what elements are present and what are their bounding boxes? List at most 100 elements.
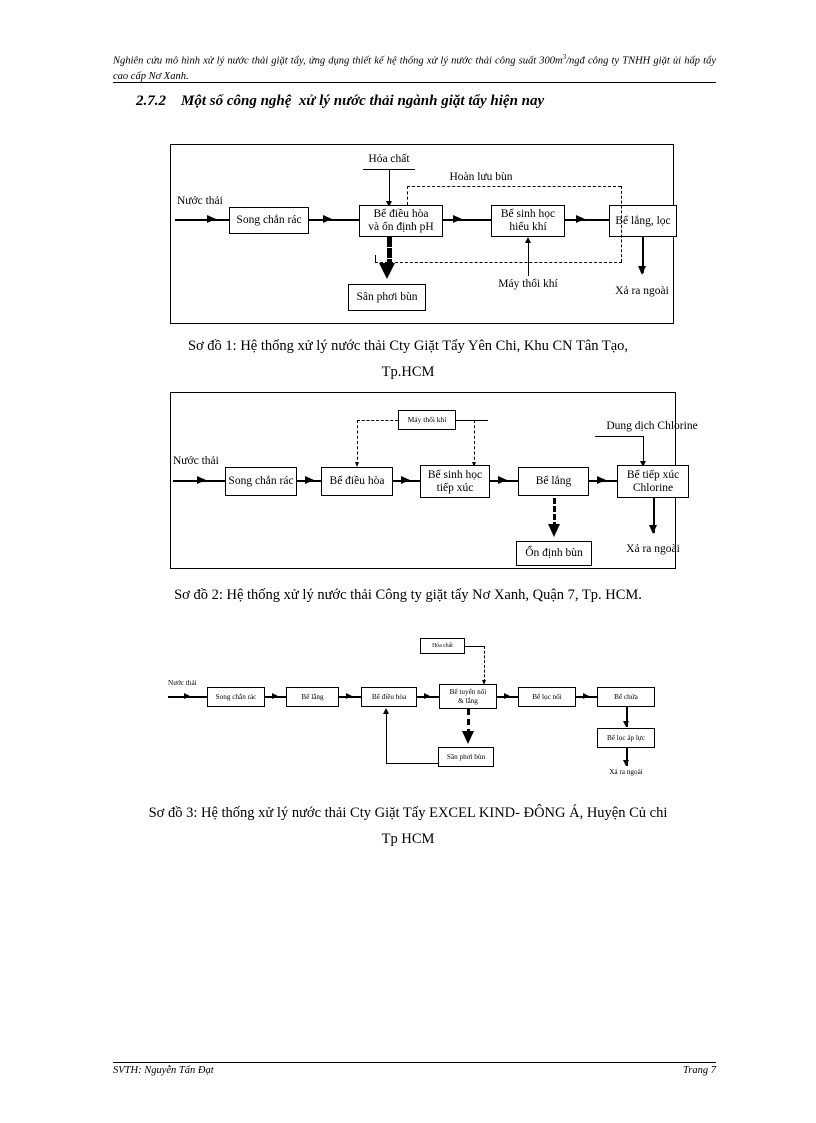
fig1-arrow-3-4 (576, 215, 585, 223)
fig3-sludge-drop (467, 709, 470, 735)
fig1-line-3-4 (565, 219, 609, 221)
caption-2: Sơ đồ 2: Hệ thống xử lý nước thải Công t… (174, 587, 642, 603)
fig3-arrow-2-3 (346, 693, 352, 699)
fig3-inlet-arrow (184, 693, 190, 699)
footer-author: SVTH: Nguyễn Tấn Đạt (113, 1065, 214, 1076)
fig3-discharge-line (626, 748, 628, 766)
fig3-chemical-label: Hóa chất (432, 642, 453, 649)
fig2-box-2-label: Bể điều hòa (329, 475, 385, 488)
fig1-sludge-drop (387, 237, 392, 269)
fig2-blower-line-left (357, 420, 398, 421)
fig1-arrow-2-3 (453, 215, 462, 223)
fig3-arrow-5-6 (583, 693, 589, 699)
fig2-arrow-4-5 (597, 476, 606, 484)
fig1-line-2-3 (443, 219, 491, 221)
fig1-blower-arrow (525, 237, 531, 243)
fig1-line-1-2 (309, 219, 359, 221)
section-number: 2.7.2 (136, 93, 166, 109)
fig2-inlet-label: Nước thải (173, 455, 219, 467)
fig1-blower-label: Máy thổi khí (498, 278, 558, 290)
fig2-blower-drop-right (474, 420, 475, 465)
fig3-arrow-6-7 (623, 721, 629, 727)
fig1-box-be-dieu-hoa: Bể điều hòa và ổn định pH (359, 205, 443, 237)
fig1-box-be-sinh-hoc: Bể sinh học hiếu khí (491, 205, 565, 237)
fig2-chlorine-arrow (640, 461, 646, 467)
caption-1: Sơ đồ 1: Hệ thống xử lý nước thải Cty Gi… (187, 338, 629, 380)
fig3-box-be-loc-noi: Bể lọc nổi (518, 687, 576, 707)
fig2-chlorine-underline (595, 436, 643, 437)
fig2-arrow-2-3 (401, 476, 410, 484)
fig1-sludge-return-right (621, 186, 622, 262)
fig2-box-5-label: Bể tiếp xúc Chlorine (626, 468, 680, 494)
fig3-box-6-label: Bể chứa (614, 692, 638, 701)
fig3-box-be-lang: Bể lắng (286, 687, 339, 707)
diagram-2: Nước thải Song chắn rác Máy thổi khí Bể … (170, 392, 698, 569)
fig3-arrow-4-5 (504, 693, 510, 699)
fig3-box-8-label: Sân phơi bùn (446, 752, 486, 761)
fig2-box-may-thoi-khi: Máy thổi khí (398, 410, 456, 430)
fig2-discharge-arrow (649, 525, 657, 534)
fig3-box-3-label: Bể điều hòa (371, 692, 407, 701)
fig2-blower-line-right (456, 420, 488, 421)
fig2-chlorine-label: Dung dịch Chlorine (606, 420, 698, 432)
fig2-box-be-lang: Bể lắng (518, 467, 589, 496)
fig3-recycle-arrow (383, 708, 389, 714)
fig1-box-2-label: Bể điều hòa và ổn định pH (368, 208, 434, 233)
fig1-sludge-drop-arrow (379, 263, 395, 279)
fig2-blower-drop-left (357, 420, 358, 465)
fig1-box-be-lang-loc: Bể lắng, lọc (609, 205, 677, 237)
fig3-chemical-line (465, 646, 485, 647)
fig2-inlet-arrow (197, 476, 206, 484)
fig1-chemical-arrow (386, 201, 392, 207)
fig3-box-2-label: Bể lắng (301, 692, 324, 701)
fig1-inlet-line (175, 219, 229, 221)
fig3-box-be-dieu-hoa: Bể điều hòa (361, 687, 417, 707)
fig3-arrow-1-2 (272, 693, 278, 699)
fig1-box-san-phoi-bun: Sân phơi bùn (348, 284, 426, 311)
fig3-recycle-left (386, 714, 387, 764)
fig3-arrow-3-4 (424, 693, 430, 699)
fig3-sludge-drop-arrow (462, 731, 474, 744)
diagram-1: Nước thải Song chắn rác Hóa chất Bể điều… (170, 144, 677, 324)
fig2-sludge-drop (553, 498, 556, 528)
fig2-blower-arrow-right (472, 462, 476, 467)
fig1-sludge-return-left (407, 186, 408, 205)
fig1-sludge-return-hook (375, 255, 376, 263)
fig1-arrow-1-2 (323, 215, 332, 223)
fig3-box-san-phoi-bun: Sân phơi bùn (438, 747, 494, 767)
header-divider (113, 82, 716, 83)
fig1-discharge-arrow (638, 266, 646, 275)
fig2-box-6-label: Ổn định bùn (525, 547, 583, 560)
fig1-discharge-label: Xả ra ngoài (615, 285, 669, 297)
fig2-chlorine-drop (643, 436, 644, 463)
fig2-box-be-sinh-hoc: Bể sinh học tiếp xúc (420, 465, 490, 498)
section-title: Một số công nghệ xử lý nước thải ngành g… (181, 93, 545, 109)
caption-3: Sơ đồ 3: Hệ thống xử lý nước thải Cty Gi… (148, 805, 668, 847)
fig2-box-on-dinh-bun: Ổn định bùn (516, 541, 592, 566)
fig3-box-hoa-chat: Hóa chất (420, 638, 465, 654)
fig1-sludge-return-bottom (375, 262, 622, 263)
page-title: 2.7.2 Một số công nghệ xử lý nước thải n… (136, 93, 716, 110)
fig1-chemical-label: Hóa chất (368, 153, 410, 165)
fig3-box-song-chan-rac: Song chắn rác (207, 687, 265, 707)
fig1-blower-line (528, 241, 529, 276)
fig3-box-be-tuyen-noi: Bể tuyển nổi & lắng (439, 684, 497, 709)
fig1-chemical-drop (389, 169, 390, 203)
fig2-box-4-label: Bể lắng (535, 475, 572, 488)
fig3-box-1-label: Song chắn rác (215, 692, 257, 701)
fig2-box-be-tiep-xuc-chlorine: Bể tiếp xúc Chlorine (617, 465, 689, 498)
footer-divider (113, 1062, 716, 1063)
fig1-box-song-chan-rac: Song chắn rác (229, 207, 309, 234)
fig3-chemical-drop (484, 646, 485, 682)
fig3-box-be-loc-ap-luc: Bể lọc áp lực (597, 728, 655, 748)
footer-page-number: Trang 7 (683, 1065, 716, 1076)
fig1-sludge-return-label: Hoàn lưu bùn (449, 171, 513, 183)
page-header: Nghiên cứu mô hình xử lý nước thải giặt … (113, 50, 716, 84)
fig2-blower-label: Máy thổi khí (407, 414, 447, 424)
fig1-box-4-label: Bể lắng, lọc (615, 214, 671, 227)
fig2-arrow-1-2 (305, 476, 314, 484)
header-text-post: /ngđ công ty TNHH giặt ủi hấp tẩy cao cấ… (113, 55, 716, 82)
diagram-3: Nước thải Song chắn rác Bể lắng Bể điều … (160, 632, 680, 787)
fig3-box-be-chua: Bể chứa (597, 687, 655, 707)
